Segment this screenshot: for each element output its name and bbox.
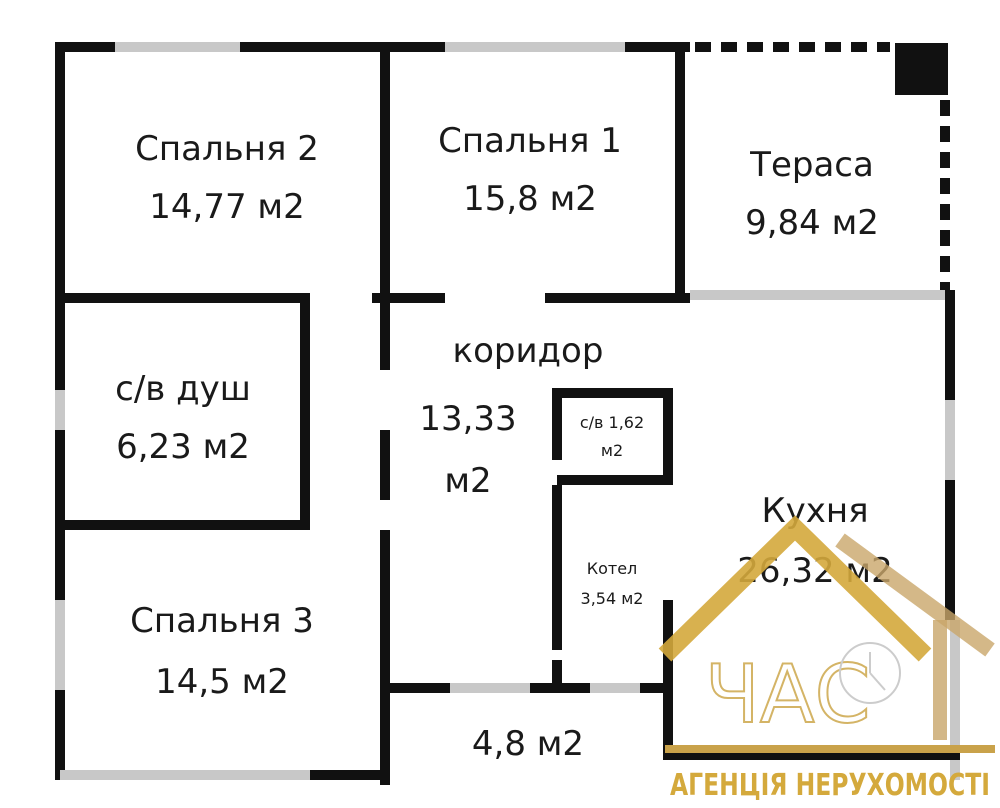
room-name-shower: с/в душ (115, 369, 251, 409)
room-name-bedroom-3: Спальня 3 (130, 601, 314, 641)
clock-icon (839, 642, 901, 704)
room-name-terrace: Тераса (749, 145, 874, 185)
room-name-wc: с/в 1,62 (580, 413, 644, 432)
room-area-bedroom-1: 15,8 м2 (463, 179, 597, 219)
logo-brand: ЧАС (705, 648, 870, 741)
room-name-bedroom-2: Спальня 2 (135, 129, 319, 169)
room-name-kitchen: Кухня (761, 491, 868, 531)
room-area-corridor-unit: м2 (444, 461, 491, 501)
logo-tagline: АГЕНЦІЯ НЕРУХОМОСТІ (670, 768, 990, 803)
room-area-bedroom-3: 14,5 м2 (155, 662, 289, 702)
agency-logo: ЧАС АГЕНЦІЯ НЕРУХОМОСТІ (658, 515, 995, 803)
room-name-boiler: Котел (587, 559, 638, 578)
room-area-bedroom-2: 14,77 м2 (149, 187, 304, 227)
room-area-terrace: 9,84 м2 (745, 203, 879, 243)
room-area-shower: 6,23 м2 (116, 427, 250, 467)
room-area-corridor: 13,33 (419, 399, 516, 439)
room-area-boiler: 3,54 м2 (581, 589, 644, 608)
room-area-wc: м2 (601, 441, 623, 460)
room-area-entrance: 4,8 м2 (472, 724, 584, 764)
walls (55, 42, 960, 785)
room-name-corridor: коридор (453, 331, 604, 371)
room-name-bedroom-1: Спальня 1 (438, 121, 622, 161)
